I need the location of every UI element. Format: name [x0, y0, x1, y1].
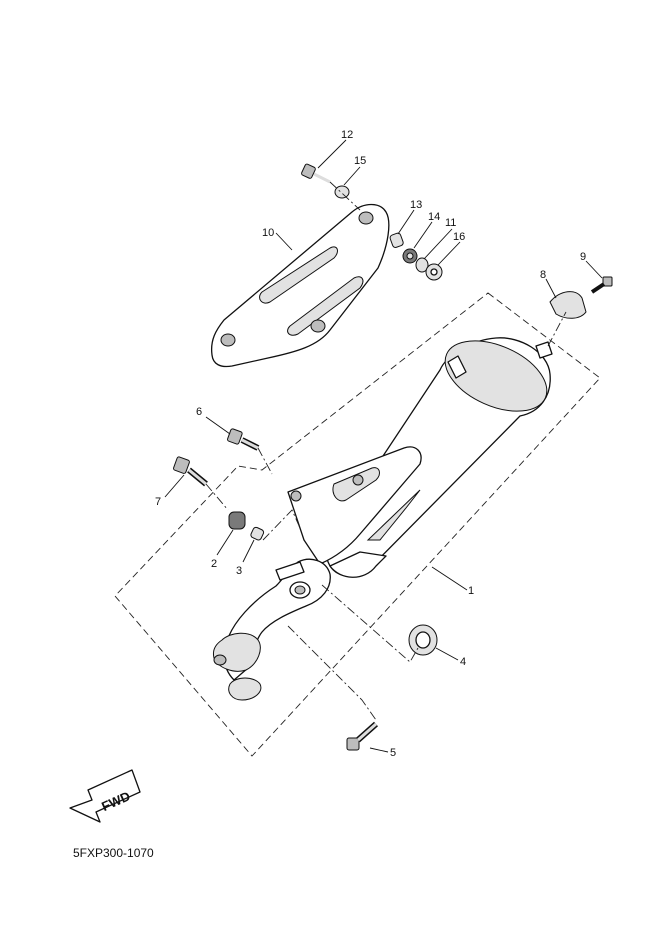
callout-1: 1 [468, 585, 474, 597]
washer-15-part[interactable] [334, 185, 350, 199]
bolt-5-part[interactable] [346, 721, 378, 751]
screw-9-part[interactable] [590, 276, 613, 294]
assembly-boundary [114, 292, 601, 757]
muffler-part[interactable] [325, 327, 558, 578]
assembly-line-bolt-7 [205, 483, 229, 511]
assembly-line-bolt-12 [329, 181, 361, 211]
bolt-6-part[interactable] [227, 428, 260, 451]
bolt-12-part[interactable] [301, 163, 331, 184]
callout-14: 14 [428, 211, 440, 223]
washer-11-part[interactable] [415, 257, 429, 273]
heat-protector-part[interactable] [210, 203, 390, 368]
callout-5: 5 [390, 747, 396, 759]
callout-7: 7 [155, 496, 161, 508]
assembly-line-cap-8 [547, 311, 567, 347]
callout-9: 9 [580, 251, 586, 263]
damper-2-part[interactable] [228, 511, 246, 530]
callout-16: 16 [453, 231, 465, 243]
callout-13: 13 [410, 199, 422, 211]
callout-3: 3 [236, 565, 242, 577]
callout-8: 8 [540, 269, 546, 281]
mounting-bracket [287, 446, 422, 565]
collar-13-part[interactable] [389, 232, 404, 248]
callout-4: 4 [460, 656, 466, 668]
drawing-code: 5FXP300-1070 [73, 846, 154, 860]
forward-direction-arrow: FWD [69, 769, 141, 823]
callout-11: 11 [445, 217, 456, 229]
assembly-line-collar-3 [262, 509, 301, 541]
callout-10: 10 [262, 227, 274, 239]
callout-leaders [164, 139, 603, 753]
callout-2: 2 [211, 558, 217, 570]
callout-15: 15 [354, 155, 366, 167]
assembly-line-bolt-6 [257, 447, 273, 475]
collar-3-part[interactable] [250, 526, 265, 541]
assembly-line-gasket-4 [321, 584, 419, 663]
gasket-4-part[interactable] [408, 624, 438, 656]
end-cap-8-part[interactable] [549, 291, 587, 319]
assembly-line-bolt-5 [287, 625, 377, 721]
callout-6: 6 [196, 406, 202, 418]
callout-12: 12 [341, 129, 353, 141]
bolt-7-part[interactable] [173, 456, 208, 487]
exhaust-pipe [213, 558, 331, 701]
